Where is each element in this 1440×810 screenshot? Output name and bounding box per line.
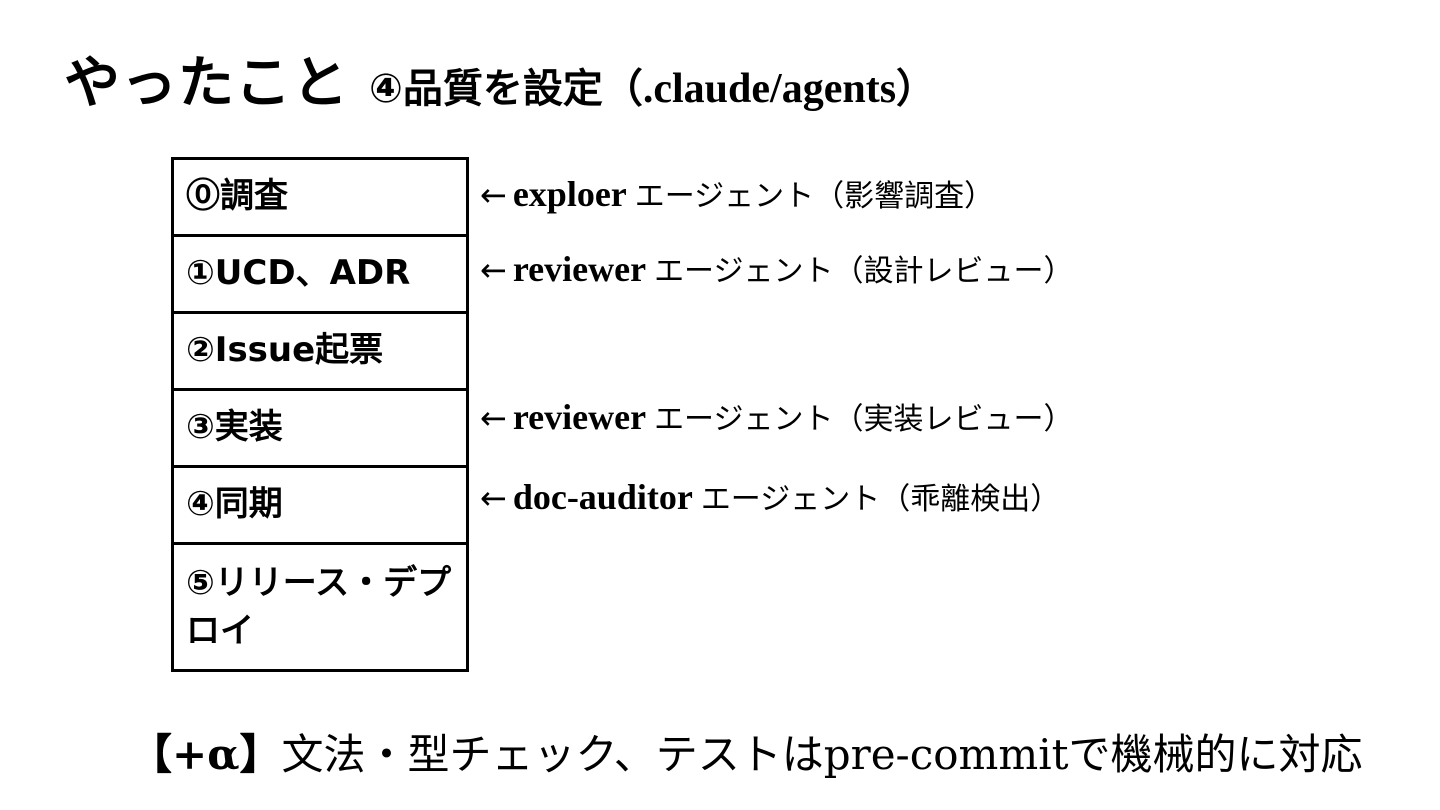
agent-name: reviewer — [512, 397, 647, 437]
agent-description: エージェント（影響調査） — [634, 179, 995, 214]
agent-description: エージェント（設計レビュー） — [654, 254, 1074, 289]
agent-description: エージェント（乖離検出） — [700, 482, 1061, 517]
left-arrow-icon: ← — [480, 479, 507, 517]
footer-text: 文法・型チェック、テストはpre-commitで機械的に対応 — [281, 730, 1363, 779]
title-sub: ④品質を設定（.claude/agents） — [369, 66, 936, 112]
agent-description: エージェント（実装レビュー） — [654, 402, 1074, 437]
left-arrow-icon: ← — [480, 176, 507, 214]
title-sub-prefix: ④品質を設定（ — [369, 66, 643, 112]
agent-name: reviewer — [512, 249, 647, 289]
title-sub-path: .claude/agents — [642, 66, 897, 112]
step-issue: ②Issue起票 — [174, 314, 466, 391]
title-sub-suffix: ） — [896, 66, 937, 112]
footer-note: 【+α】文法・型チェック、テストはpre-commitで機械的に対応 — [130, 728, 1363, 782]
step-implementation: ③実装 — [174, 391, 466, 468]
step-research: ⓪調査 — [174, 160, 466, 237]
agent-name: doc-auditor — [512, 477, 693, 517]
left-arrow-icon: ← — [480, 251, 507, 289]
step-ucd-adr: ①UCD、ADR — [174, 237, 466, 314]
agent-name: exploer — [512, 174, 627, 214]
process-steps-table: ⓪調査 ①UCD、ADR ②Issue起票 ③実装 ④同期 ⑤リリース・デプロイ — [171, 157, 469, 672]
left-arrow-icon: ← — [480, 399, 507, 437]
step-sync: ④同期 — [174, 468, 466, 545]
title-main: やったこと — [64, 51, 349, 116]
step-release-deploy: ⑤リリース・デプロイ — [186, 563, 452, 651]
footer-tag: 【+α】 — [130, 730, 282, 779]
